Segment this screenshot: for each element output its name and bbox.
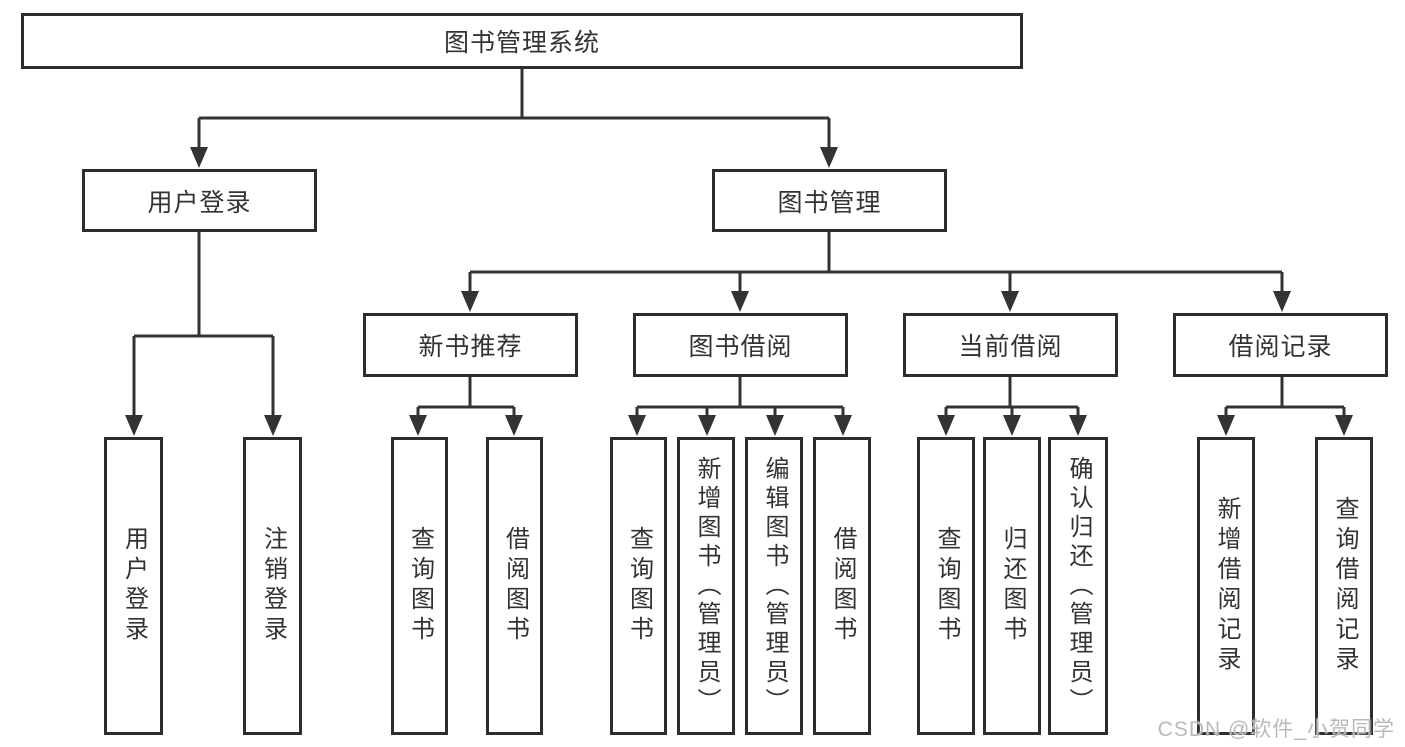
node-br-query-books: 查询图书 (610, 437, 667, 735)
node-label: 借阅图书 (501, 526, 529, 646)
node-logout-leaf: 注销登录 (243, 437, 302, 735)
node-label: 查询图书 (625, 526, 653, 646)
node-label: 新增借阅记录 (1213, 496, 1240, 676)
node-label: 新书推荐 (418, 333, 523, 361)
connector-lines (132, 66, 1346, 419)
csdn-watermark: CSDN @软件_小贺同学 (1157, 718, 1395, 741)
arrowhead-icons (125, 147, 1353, 436)
node-label: 编辑图书（管理员） (761, 455, 788, 717)
node-label: 用户登录 (147, 188, 252, 217)
node-label: 图书管理 (777, 188, 882, 217)
node-book-borrowing: 图书借阅 (633, 313, 848, 377)
node-label: 借阅记录 (1228, 333, 1333, 361)
node-cur-query-books: 查询图书 (917, 437, 975, 735)
node-new-book-recommend: 新书推荐 (363, 313, 578, 377)
node-label: 借阅图书 (829, 526, 856, 646)
node-cur-confirm-return-admin: 确认归还（管理员） (1048, 437, 1108, 735)
node-label: 查询图书 (406, 526, 434, 646)
node-label: 图书管理系统 (443, 29, 600, 57)
node-label: 新增图书（管理员） (693, 455, 720, 717)
node-book-management-module: 图书管理 (712, 169, 947, 232)
node-label: 归还图书 (999, 526, 1026, 646)
node-borrow-records: 借阅记录 (1173, 313, 1388, 377)
node-label: 图书借阅 (688, 333, 793, 361)
node-br-add-books-admin: 新增图书（管理员） (677, 437, 735, 735)
node-rec-add-record: 新增借阅记录 (1197, 437, 1255, 735)
node-label: 当前借阅 (958, 333, 1063, 361)
node-label: 查询图书 (933, 526, 960, 646)
node-br-edit-books-admin: 编辑图书（管理员） (745, 437, 803, 735)
node-cur-return-books: 归还图书 (983, 437, 1041, 735)
node-nb-borrow-books: 借阅图书 (486, 437, 543, 735)
node-label: 确认归还（管理员） (1065, 455, 1092, 717)
node-current-borrowing: 当前借阅 (903, 313, 1118, 377)
node-user-login-module: 用户登录 (82, 169, 317, 232)
node-label: 注销登录 (259, 526, 287, 646)
node-nb-query-books: 查询图书 (391, 437, 448, 735)
node-label: 查询借阅记录 (1331, 496, 1358, 676)
node-label: 用户登录 (120, 526, 148, 646)
node-root-system: 图书管理系统 (21, 13, 1023, 69)
node-rec-query-record: 查询借阅记录 (1315, 437, 1373, 735)
node-user-login-leaf: 用户登录 (104, 437, 163, 735)
node-br-borrow-books: 借阅图书 (813, 437, 871, 735)
